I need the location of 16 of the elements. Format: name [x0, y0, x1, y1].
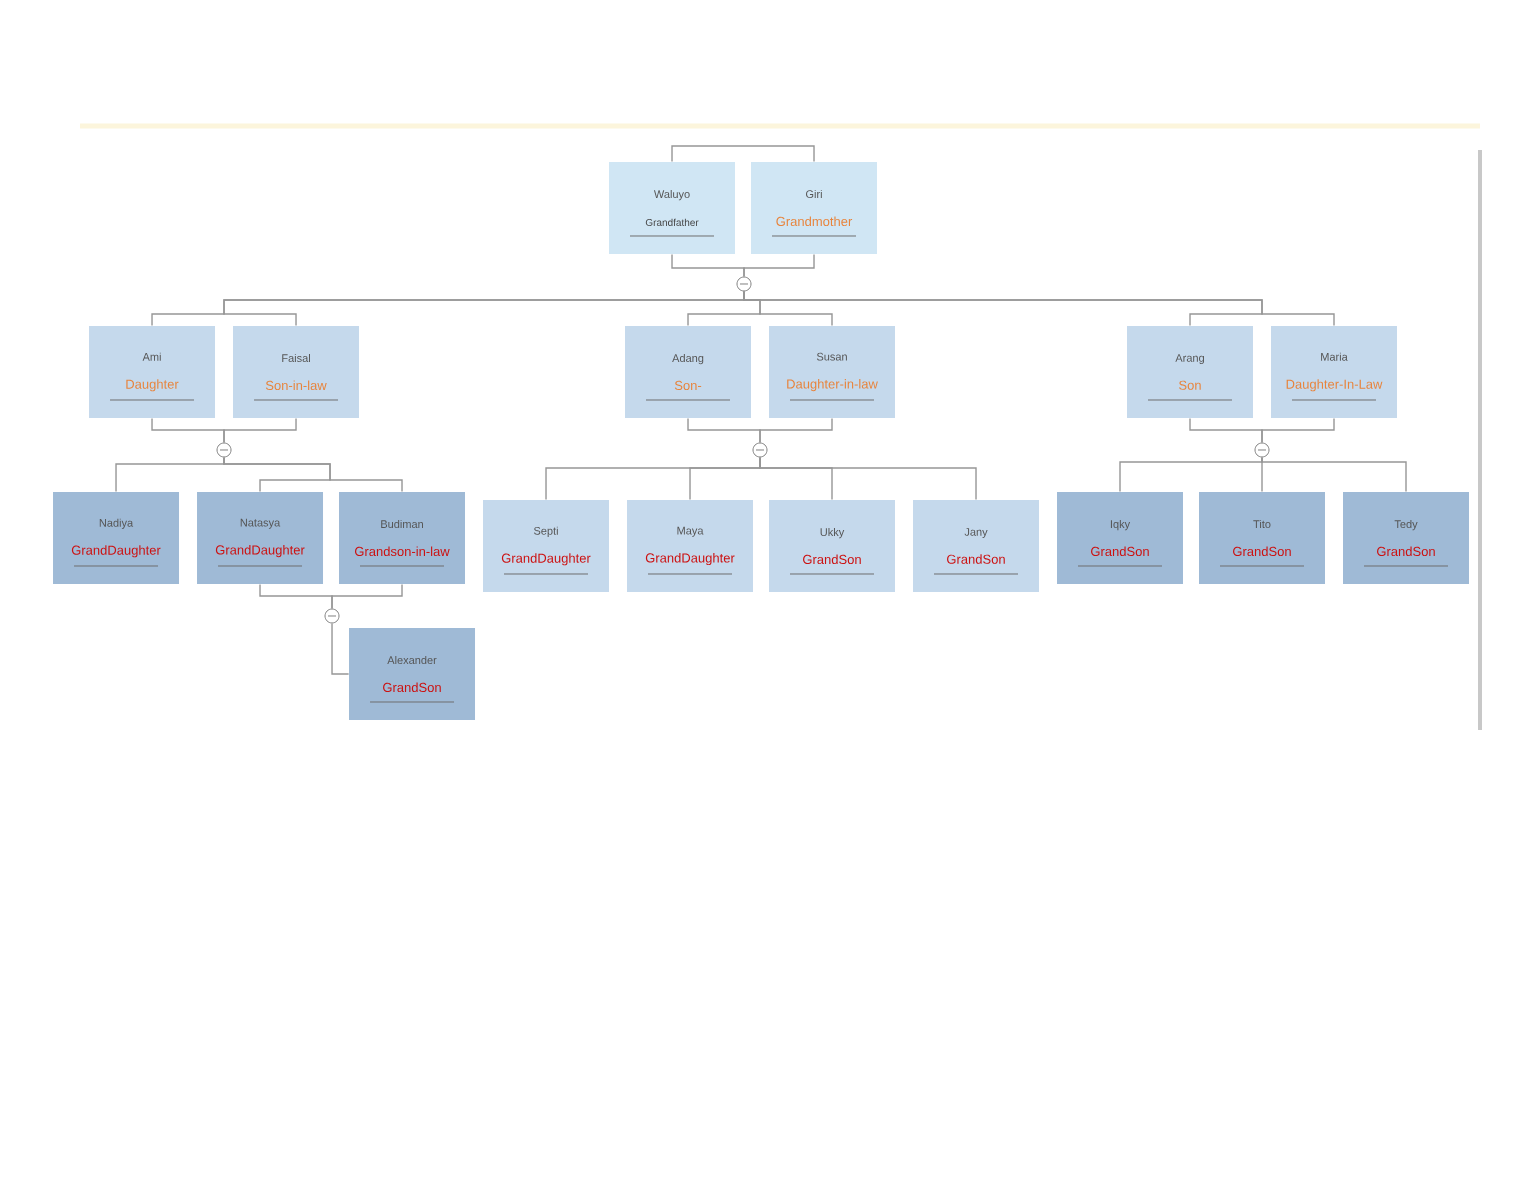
collapse-toggle	[216, 442, 232, 458]
connector-line	[1261, 456, 1407, 493]
connector-line	[223, 417, 297, 444]
connector-line	[671, 145, 815, 163]
collapse-toggle	[752, 442, 768, 458]
collapse-toggle	[324, 608, 340, 624]
connector-line	[1261, 417, 1335, 444]
connector-line	[759, 417, 833, 444]
connector-line	[331, 622, 350, 675]
collapse-toggle	[1254, 442, 1270, 458]
connector-line	[331, 583, 403, 610]
connector-line	[759, 456, 977, 501]
collapse-toggle	[736, 276, 752, 292]
connector-line	[743, 253, 815, 278]
connector-line	[223, 456, 403, 493]
connector-line	[1119, 456, 1263, 493]
